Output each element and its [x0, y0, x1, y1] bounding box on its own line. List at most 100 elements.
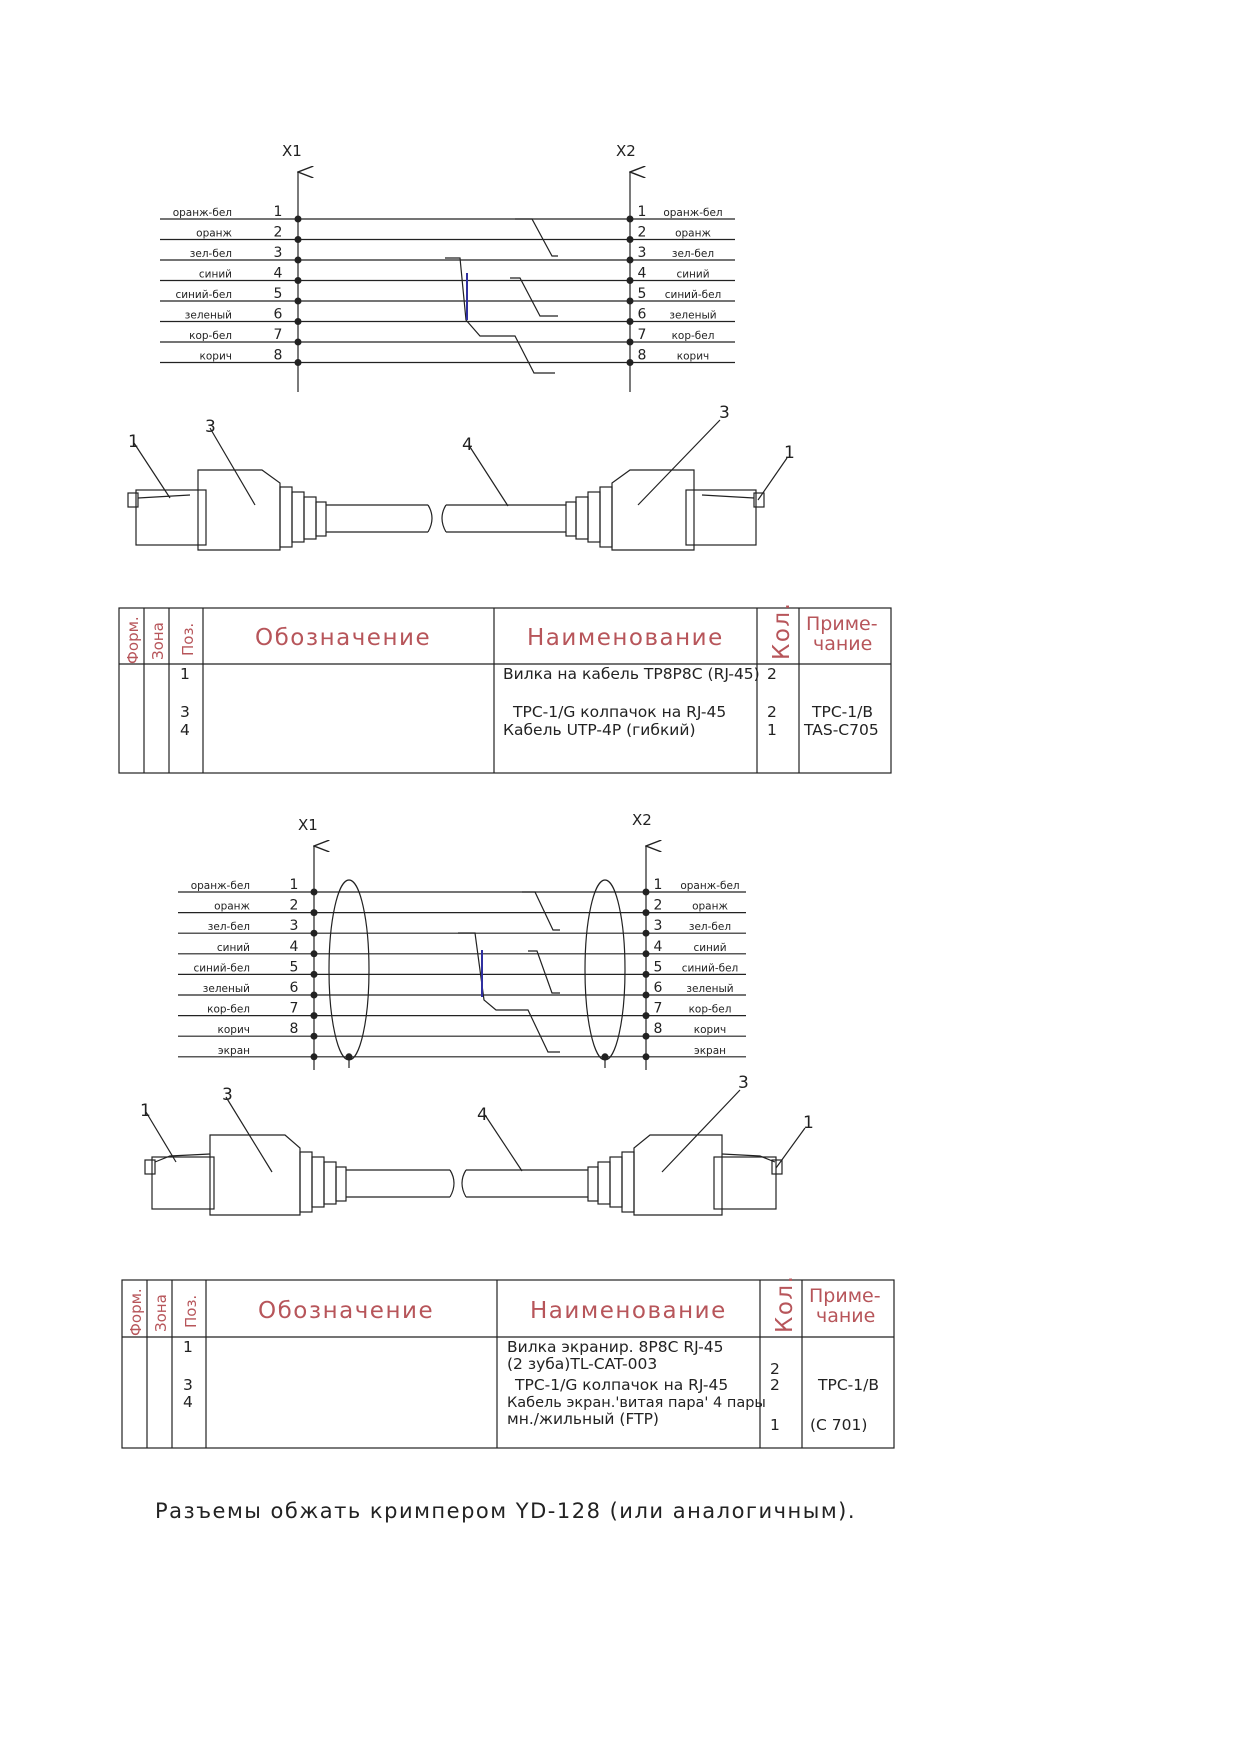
pin-number-right: 8 [638, 348, 647, 364]
row-pos: 3 [180, 703, 190, 721]
connector-x2-label: X2 [632, 811, 652, 829]
pin-number-left: 5 [290, 959, 299, 975]
wire-name-right: синий-бел [665, 289, 722, 301]
row-name-line: (2 зуба)TL-CAT-003 [507, 1355, 657, 1373]
wire-name-left: синий [217, 942, 250, 954]
crossover-line [528, 950, 560, 994]
cable-assembly-1: 1 3 4 3 1 [127, 403, 795, 551]
crossover-line [445, 257, 555, 374]
junction-dot [626, 236, 634, 243]
boot-left [209, 1134, 301, 1216]
crossover-line [458, 932, 560, 1053]
boot-rib [621, 1151, 635, 1213]
parts-table-2: Форм. Зона Поз. Обозначение Наименование… [121, 1275, 895, 1449]
wire-name-right: оранж-бел [680, 880, 739, 892]
header-name: Наименование [530, 1298, 727, 1324]
leader-line [661, 1089, 741, 1173]
junction-dot [294, 236, 302, 243]
crossover-line [510, 277, 558, 317]
header-zone: Зона [152, 1294, 170, 1332]
junction-dot [626, 338, 634, 346]
pin-number-left: 8 [274, 348, 283, 364]
boot-right [633, 1134, 723, 1216]
wire-name-left: оранж-бел [191, 880, 250, 892]
boot-rib [279, 486, 293, 548]
leader-line [469, 446, 509, 507]
junction-dot [642, 888, 650, 896]
wire-name-right: синий [693, 942, 726, 954]
crossover-line [515, 218, 558, 257]
row-name-line: TPC-1/G колпачок на RJ-45 [514, 1376, 728, 1394]
boot-rib [299, 1151, 313, 1213]
wire-name-right: экран [694, 1045, 726, 1057]
cable-break [441, 504, 447, 533]
row-qty: 2 [770, 1376, 780, 1394]
junction-dot [642, 909, 650, 917]
plug-latch [771, 1159, 783, 1175]
wire-name-left: кор-бел [207, 1004, 250, 1016]
wire-name-left: синий-бел [175, 289, 232, 301]
connector-x1-label: X1 [282, 142, 302, 160]
callout-1: 1 [784, 443, 795, 463]
leader-line [133, 442, 171, 499]
junction-dot [310, 950, 318, 958]
pin-number-right: 5 [654, 959, 663, 975]
junction-dot [642, 929, 650, 937]
plug-contact-line [137, 494, 191, 499]
row-name: Вилка на кабель TP8P8C (RJ-45) [503, 665, 760, 683]
pin-number-left: 7 [274, 327, 283, 343]
wire-name-right: зеленый [686, 983, 733, 995]
wire-name-left: оранж-бел [173, 207, 232, 219]
junction-dot [294, 338, 302, 346]
wire-name-right: кор-бел [672, 330, 715, 342]
boot-rib [565, 501, 577, 537]
row-name: TPC-1/G колпачок на RJ-45 [512, 703, 726, 721]
cable-break [427, 504, 433, 533]
boot-rib [311, 1156, 325, 1208]
callout-4: 4 [477, 1105, 488, 1125]
header-designation: Обозначение [255, 625, 431, 651]
row-pos: 1 [183, 1338, 193, 1356]
row-note: TAS-C705 [803, 721, 879, 739]
row-qty: 2 [770, 1360, 780, 1378]
boot-rib [291, 491, 305, 543]
header-form: Форм. [124, 616, 142, 664]
junction-dot [310, 991, 318, 999]
junction-dot [294, 297, 302, 305]
wire-name-right: корич [677, 351, 709, 363]
row-qty: 1 [770, 1416, 780, 1434]
pin-number-left: 3 [290, 918, 299, 934]
header-note-line1: Приме- [806, 613, 878, 635]
callout-3: 3 [719, 403, 730, 423]
leader-line [484, 1114, 523, 1172]
junction-dot [310, 1032, 318, 1040]
row-qty: 2 [767, 665, 777, 683]
leader-line [209, 427, 256, 506]
wire-name-left: оранж [214, 901, 250, 913]
junction-dot [642, 1032, 650, 1040]
callout-3: 3 [738, 1073, 749, 1093]
wire-name-left: кор-бел [189, 330, 232, 342]
leader-line [775, 1127, 806, 1169]
pin-number-right: 2 [638, 225, 647, 241]
row-name: Кабель UTP-4P (гибкий) [503, 721, 696, 739]
plug-latch [753, 492, 765, 508]
boot-rib [315, 501, 327, 537]
connector-x1-label: X1 [298, 816, 318, 834]
pin-number-left: 4 [290, 939, 299, 955]
wire-name-left: зеленый [203, 983, 250, 995]
plug-contact-line [701, 494, 755, 499]
pin-number-left: 1 [290, 877, 299, 893]
boot-rib [587, 1166, 599, 1202]
pin-number-left: 5 [274, 286, 283, 302]
junction-dot [626, 318, 634, 325]
crossover-line [522, 891, 560, 931]
boot-right [611, 469, 695, 551]
junction-dot [310, 929, 318, 937]
wire-name-right: оранж [692, 901, 728, 913]
wire-name-right: синий [676, 269, 709, 281]
wire-name-left: корич [200, 351, 232, 363]
